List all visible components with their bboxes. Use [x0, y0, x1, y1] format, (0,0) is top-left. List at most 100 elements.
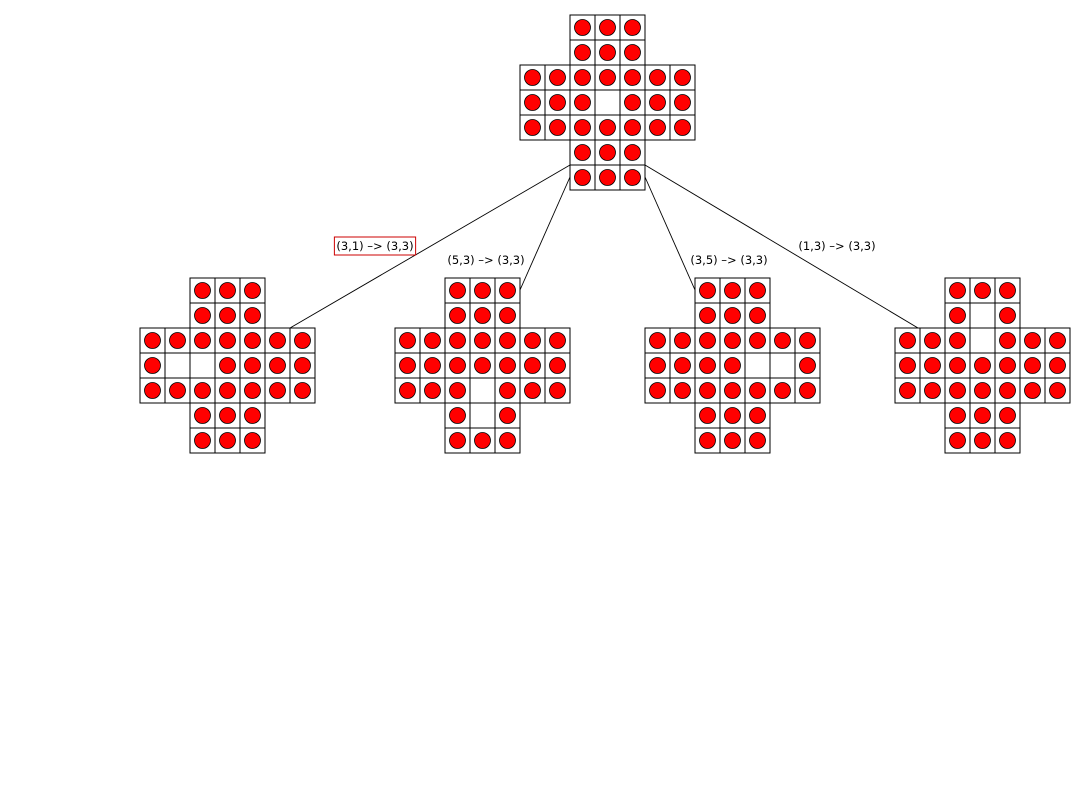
move-edge-1	[289, 164, 571, 329]
peg	[524, 69, 541, 86]
board-child-4	[894, 277, 1071, 454]
peg	[549, 119, 566, 136]
peg	[674, 94, 691, 111]
peg	[649, 119, 666, 136]
peg	[194, 407, 211, 424]
peg	[219, 382, 236, 399]
peg	[294, 357, 311, 374]
peg	[599, 69, 616, 86]
peg	[999, 357, 1016, 374]
peg	[219, 357, 236, 374]
peg	[724, 357, 741, 374]
peg	[524, 357, 541, 374]
peg	[194, 332, 211, 349]
move-label-4: (1,3) –> (3,3)	[798, 239, 875, 253]
peg	[194, 432, 211, 449]
board-cell	[594, 89, 621, 116]
peg	[294, 382, 311, 399]
peg	[724, 382, 741, 399]
peg	[449, 382, 466, 399]
peg	[244, 382, 261, 399]
peg	[649, 69, 666, 86]
peg	[999, 432, 1016, 449]
peg	[244, 357, 261, 374]
peg	[749, 407, 766, 424]
peg	[449, 282, 466, 299]
peg	[1024, 382, 1041, 399]
board-child-3	[644, 277, 821, 454]
board-cell	[469, 377, 496, 404]
peg	[474, 332, 491, 349]
peg	[899, 332, 916, 349]
peg	[399, 357, 416, 374]
board-cell	[969, 302, 996, 329]
peg	[269, 332, 286, 349]
peg	[624, 19, 641, 36]
peg	[999, 382, 1016, 399]
peg	[724, 332, 741, 349]
peg	[219, 307, 236, 324]
peg	[974, 382, 991, 399]
peg	[169, 382, 186, 399]
peg	[499, 307, 516, 324]
peg	[949, 407, 966, 424]
peg	[524, 119, 541, 136]
peg	[949, 282, 966, 299]
peg	[624, 44, 641, 61]
peg	[799, 357, 816, 374]
peg	[574, 94, 591, 111]
peg	[549, 332, 566, 349]
peg	[424, 357, 441, 374]
peg	[269, 382, 286, 399]
move-label-1: (3,1) –> (3,3)	[336, 239, 413, 253]
peg	[219, 407, 236, 424]
peg	[474, 307, 491, 324]
peg	[949, 432, 966, 449]
peg	[749, 332, 766, 349]
peg	[924, 382, 941, 399]
peg	[424, 382, 441, 399]
peg	[1049, 332, 1066, 349]
peg	[999, 307, 1016, 324]
peg	[674, 119, 691, 136]
peg	[574, 44, 591, 61]
move-edge-3	[644, 176, 696, 291]
peg	[924, 357, 941, 374]
peg	[524, 94, 541, 111]
peg	[724, 282, 741, 299]
board-cell	[769, 352, 796, 379]
peg	[599, 169, 616, 186]
peg	[674, 382, 691, 399]
peg	[524, 382, 541, 399]
board-cell	[469, 402, 496, 429]
peg	[219, 282, 236, 299]
peg	[774, 332, 791, 349]
peg	[549, 94, 566, 111]
peg	[474, 357, 491, 374]
move-edge-4	[644, 164, 919, 329]
peg	[574, 169, 591, 186]
peg	[244, 332, 261, 349]
peg	[999, 332, 1016, 349]
board-cell	[189, 352, 216, 379]
peg	[169, 332, 186, 349]
peg	[194, 382, 211, 399]
peg	[244, 307, 261, 324]
peg	[674, 69, 691, 86]
peg	[624, 144, 641, 161]
peg	[499, 282, 516, 299]
peg	[1049, 382, 1066, 399]
peg	[574, 119, 591, 136]
board-cell	[744, 352, 771, 379]
peg	[499, 357, 516, 374]
peg	[949, 307, 966, 324]
peg	[649, 94, 666, 111]
peg	[549, 69, 566, 86]
peg	[144, 357, 161, 374]
peg	[399, 332, 416, 349]
peg	[474, 282, 491, 299]
peg	[449, 307, 466, 324]
board-cell	[969, 327, 996, 354]
peg	[449, 357, 466, 374]
